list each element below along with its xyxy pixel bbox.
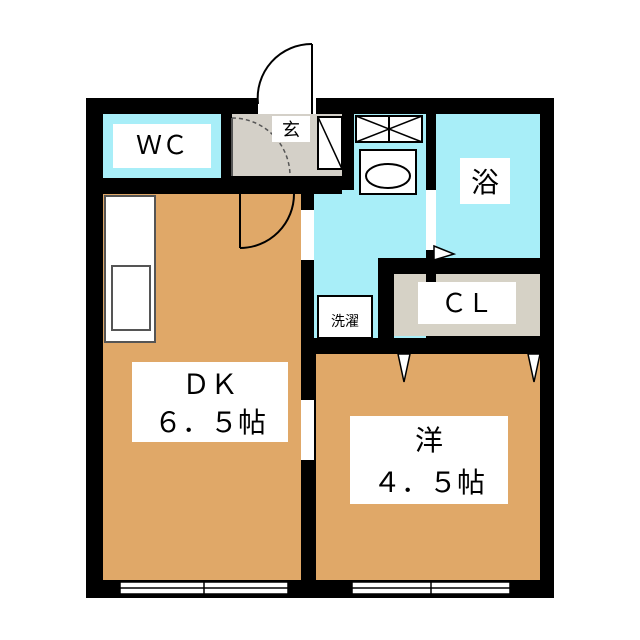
dk-label: ＤＫ [182,368,238,401]
laundry-label: 洗濯 [331,314,359,330]
wc-label: ＷＣ [136,131,188,161]
bath-label: 浴 [471,166,499,199]
western-size: ４．５帖 [373,466,485,499]
entrance-label: 玄 [282,120,300,141]
laundry-pan [317,295,373,339]
western-label: 洋 [415,424,443,457]
dk-size: ６．５帖 [154,406,266,439]
closet-label: ＣＬ [441,289,493,319]
sink [111,265,151,331]
